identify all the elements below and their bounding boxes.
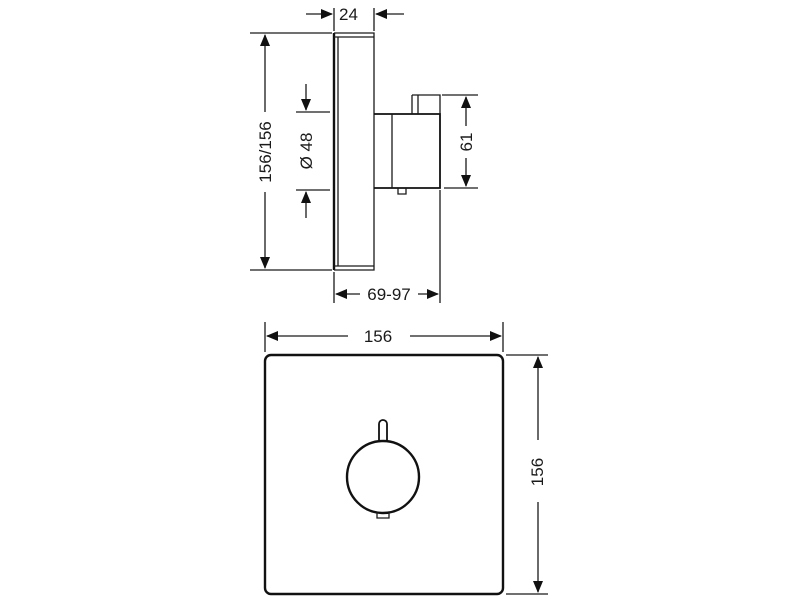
front-view: 156 156 [263,322,548,596]
valve-body-profile [374,94,441,195]
faceplate-front [263,353,505,596]
dim-knob-diameter-label: Ø 48 [297,133,316,170]
control-knob [345,419,421,519]
dim-height-label: 156 [528,458,547,486]
side-view: 24 156/156 Ø 48 61 [250,5,478,304]
dim-height: 156 [506,354,548,595]
dim-projection-depth: 24 [306,5,404,31]
dim-total-height-label: 156/156 [256,121,275,182]
dim-projection-depth-label: 24 [339,5,358,24]
dim-body-height-label: 61 [457,133,476,152]
dim-install-depth-label: 69-97 [367,285,410,304]
faceplate-profile [332,32,375,271]
dim-width: 156 [264,322,504,352]
dim-body-height: 61 [442,94,478,189]
dim-install-depth: 69-97 [333,190,441,304]
dim-total-height: 156/156 [250,32,332,271]
dim-width-label: 156 [364,327,392,346]
dim-knob-diameter: Ø 48 [296,84,330,218]
